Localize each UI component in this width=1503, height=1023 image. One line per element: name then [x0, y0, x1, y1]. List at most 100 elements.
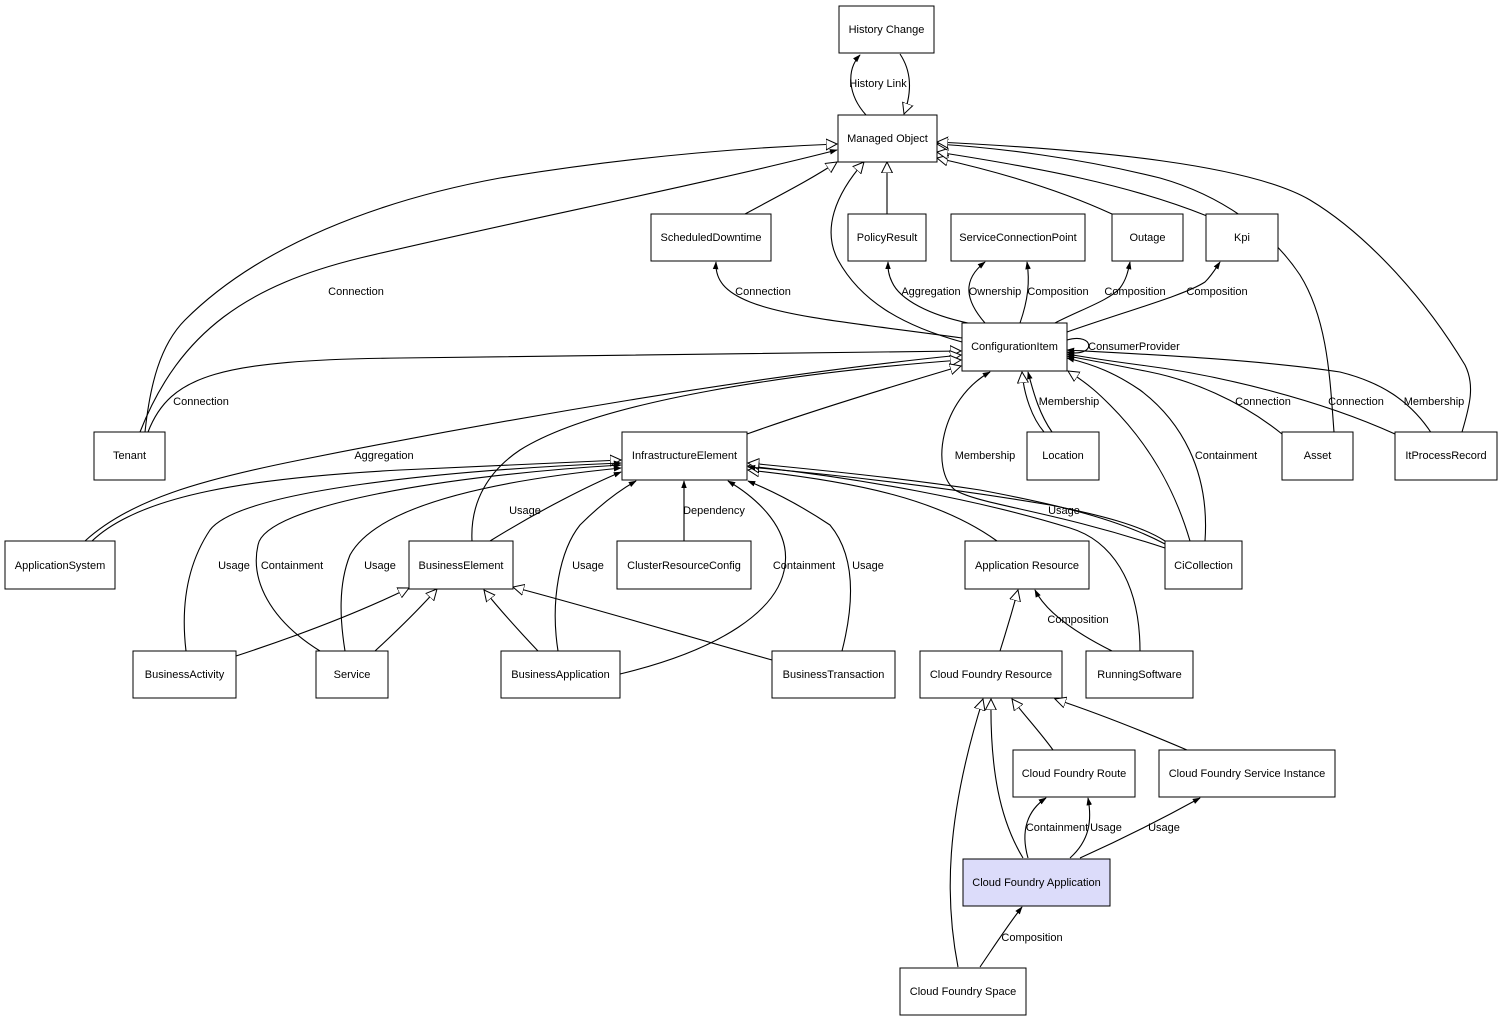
- edge-cfs-cfr: [949, 699, 983, 968]
- node-scheduled-downtime-label: ScheduledDowntime: [661, 232, 762, 244]
- edge-tenant-ci: [147, 351, 961, 433]
- node-cf-service-instance[interactable]: Cloud Foundry Service Instance: [1158, 749, 1336, 798]
- node-policy-result-label: PolicyResult: [857, 232, 918, 244]
- edge-cfa-si-usage: [1079, 797, 1201, 859]
- node-cf-route-label: Cloud Foundry Route: [1022, 768, 1127, 780]
- label-sd-connection: Connection: [735, 286, 791, 298]
- node-application-resource[interactable]: Application Resource: [964, 540, 1090, 590]
- label-bt-usage: Usage: [852, 560, 884, 572]
- label-itpr-connection: Connection: [1328, 396, 1384, 408]
- node-scheduled-downtime[interactable]: ScheduledDowntime: [650, 213, 772, 262]
- node-business-activity[interactable]: BusinessActivity: [132, 650, 237, 699]
- node-cf-application-label: Cloud Foundry Application: [972, 877, 1100, 889]
- node-cf-application[interactable]: Cloud Foundry Application: [962, 858, 1111, 907]
- edge-be-ie-usage: [489, 471, 622, 542]
- node-outage[interactable]: Outage: [1111, 213, 1184, 262]
- edge-ar-ie: [748, 470, 998, 542]
- edge-cic-ci-generalization: [1068, 371, 1191, 542]
- edge-outage-mo: [937, 158, 1113, 215]
- label-ba-usage: Usage: [218, 560, 250, 572]
- label-asset-connection: Connection: [1235, 396, 1291, 408]
- node-application-system-label: ApplicationSystem: [15, 560, 106, 572]
- node-running-software-label: RunningSoftware: [1097, 669, 1181, 681]
- node-asset[interactable]: Asset: [1281, 431, 1354, 481]
- node-business-application-label: BusinessApplication: [511, 669, 609, 681]
- edge-svc-ie-usage: [340, 465, 622, 652]
- edge-asset-ci: [1066, 354, 1283, 435]
- edge-cfsi-cfr: [1055, 699, 1188, 751]
- node-location-label: Location: [1042, 450, 1084, 462]
- node-kpi[interactable]: Kpi: [1205, 213, 1279, 262]
- node-business-transaction[interactable]: BusinessTransaction: [771, 650, 896, 699]
- edge-cfa-route-usage: [1069, 797, 1093, 859]
- node-configuration-item[interactable]: ConfigurationItem: [961, 322, 1068, 372]
- edge-bapp-be: [484, 590, 539, 652]
- edge-bt-be: [513, 587, 773, 661]
- edge-cfa-route-containment: [1024, 797, 1047, 859]
- edge-kpi-mo: [937, 152, 1208, 217]
- node-cf-route[interactable]: Cloud Foundry Route: [1012, 749, 1136, 798]
- node-it-process-record[interactable]: ItProcessRecord: [1394, 431, 1498, 481]
- edge-cic-ie: [748, 463, 1166, 545]
- edge-history-change-generalization: [899, 53, 910, 114]
- node-infrastructure-element[interactable]: InfrastructureElement: [621, 431, 748, 481]
- node-business-activity-label: BusinessActivity: [145, 669, 225, 681]
- label-cfa-si-usage: Usage: [1148, 822, 1180, 834]
- node-business-element-label: BusinessElement: [419, 560, 504, 572]
- node-outage-label: Outage: [1129, 232, 1165, 244]
- edge-appsys-ci: [84, 355, 961, 542]
- node-ci-collection-label: CiCollection: [1174, 560, 1233, 572]
- node-ci-collection[interactable]: CiCollection: [1164, 540, 1243, 590]
- node-business-element[interactable]: BusinessElement: [408, 540, 514, 590]
- label-kpi-composition: Composition: [1186, 286, 1247, 298]
- node-service[interactable]: Service: [315, 650, 389, 699]
- edge-ci-scp-ownership: [968, 261, 986, 324]
- node-application-system[interactable]: ApplicationSystem: [4, 540, 116, 590]
- node-cf-space[interactable]: Cloud Foundry Space: [899, 967, 1027, 1016]
- node-cluster-resource-config[interactable]: ClusterResourceConfig: [616, 540, 752, 590]
- label-crc-dependency: Dependency: [683, 505, 745, 517]
- edge-cfs-cfa: [979, 906, 1023, 968]
- node-infrastructure-element-label: InfrastructureElement: [632, 450, 737, 462]
- label-tenant-ci-connection: Connection: [173, 396, 229, 408]
- node-business-transaction-label: BusinessTransaction: [783, 669, 885, 681]
- node-tenant[interactable]: Tenant: [93, 431, 166, 481]
- node-cf-service-instance-label: Cloud Foundry Service Instance: [1169, 768, 1326, 780]
- node-service-connection-point-label: ServiceConnectionPoint: [959, 232, 1076, 244]
- node-service-connection-point[interactable]: ServiceConnectionPoint: [950, 213, 1086, 262]
- edge-cic-ci-containment: [1066, 357, 1207, 542]
- node-asset-label: Asset: [1304, 450, 1332, 462]
- edge-rs-ar: [1034, 589, 1113, 652]
- edge-tenant-mo-b: [139, 149, 838, 433]
- edge-bapp-ie-containment: [619, 480, 787, 675]
- edge-ci-scp-composition: [1019, 261, 1031, 324]
- node-cf-resource-label: Cloud Foundry Resource: [930, 669, 1052, 681]
- label-itpr-membership: Membership: [1404, 396, 1465, 408]
- node-business-application[interactable]: BusinessApplication: [500, 650, 621, 699]
- label-scp-composition: Composition: [1027, 286, 1088, 298]
- label-history-link: History Link: [849, 78, 907, 90]
- node-it-process-record-label: ItProcessRecord: [1405, 450, 1486, 462]
- edge-bapp-ie-usage: [554, 480, 637, 652]
- node-policy-result[interactable]: PolicyResult: [847, 213, 927, 262]
- node-managed-object[interactable]: Managed Object: [837, 114, 938, 163]
- edge-itpr-mo: [937, 142, 1472, 433]
- label-svc-containment: Containment: [261, 560, 323, 572]
- label-bapp-containment: Containment: [773, 560, 835, 572]
- label-cic-containment: Containment: [1195, 450, 1257, 462]
- node-kpi-label: Kpi: [1234, 232, 1250, 244]
- label-be-usage: Usage: [509, 505, 541, 517]
- node-running-software[interactable]: RunningSoftware: [1085, 650, 1194, 699]
- node-managed-object-label: Managed Object: [847, 133, 928, 145]
- label-cic-membership: Membership: [955, 450, 1016, 462]
- edge-cic-ie-usage: [747, 464, 1166, 542]
- edge-itpr-ci-membership: [1066, 347, 1433, 435]
- edge-tenant-mo-a: [144, 144, 837, 433]
- edge-history-link: [850, 54, 867, 116]
- node-location[interactable]: Location: [1026, 431, 1100, 481]
- label-outage-composition: Composition: [1104, 286, 1165, 298]
- edge-ie-ci: [746, 366, 961, 435]
- node-history-change[interactable]: History Change: [838, 5, 935, 54]
- node-cf-resource[interactable]: Cloud Foundry Resource: [919, 650, 1063, 699]
